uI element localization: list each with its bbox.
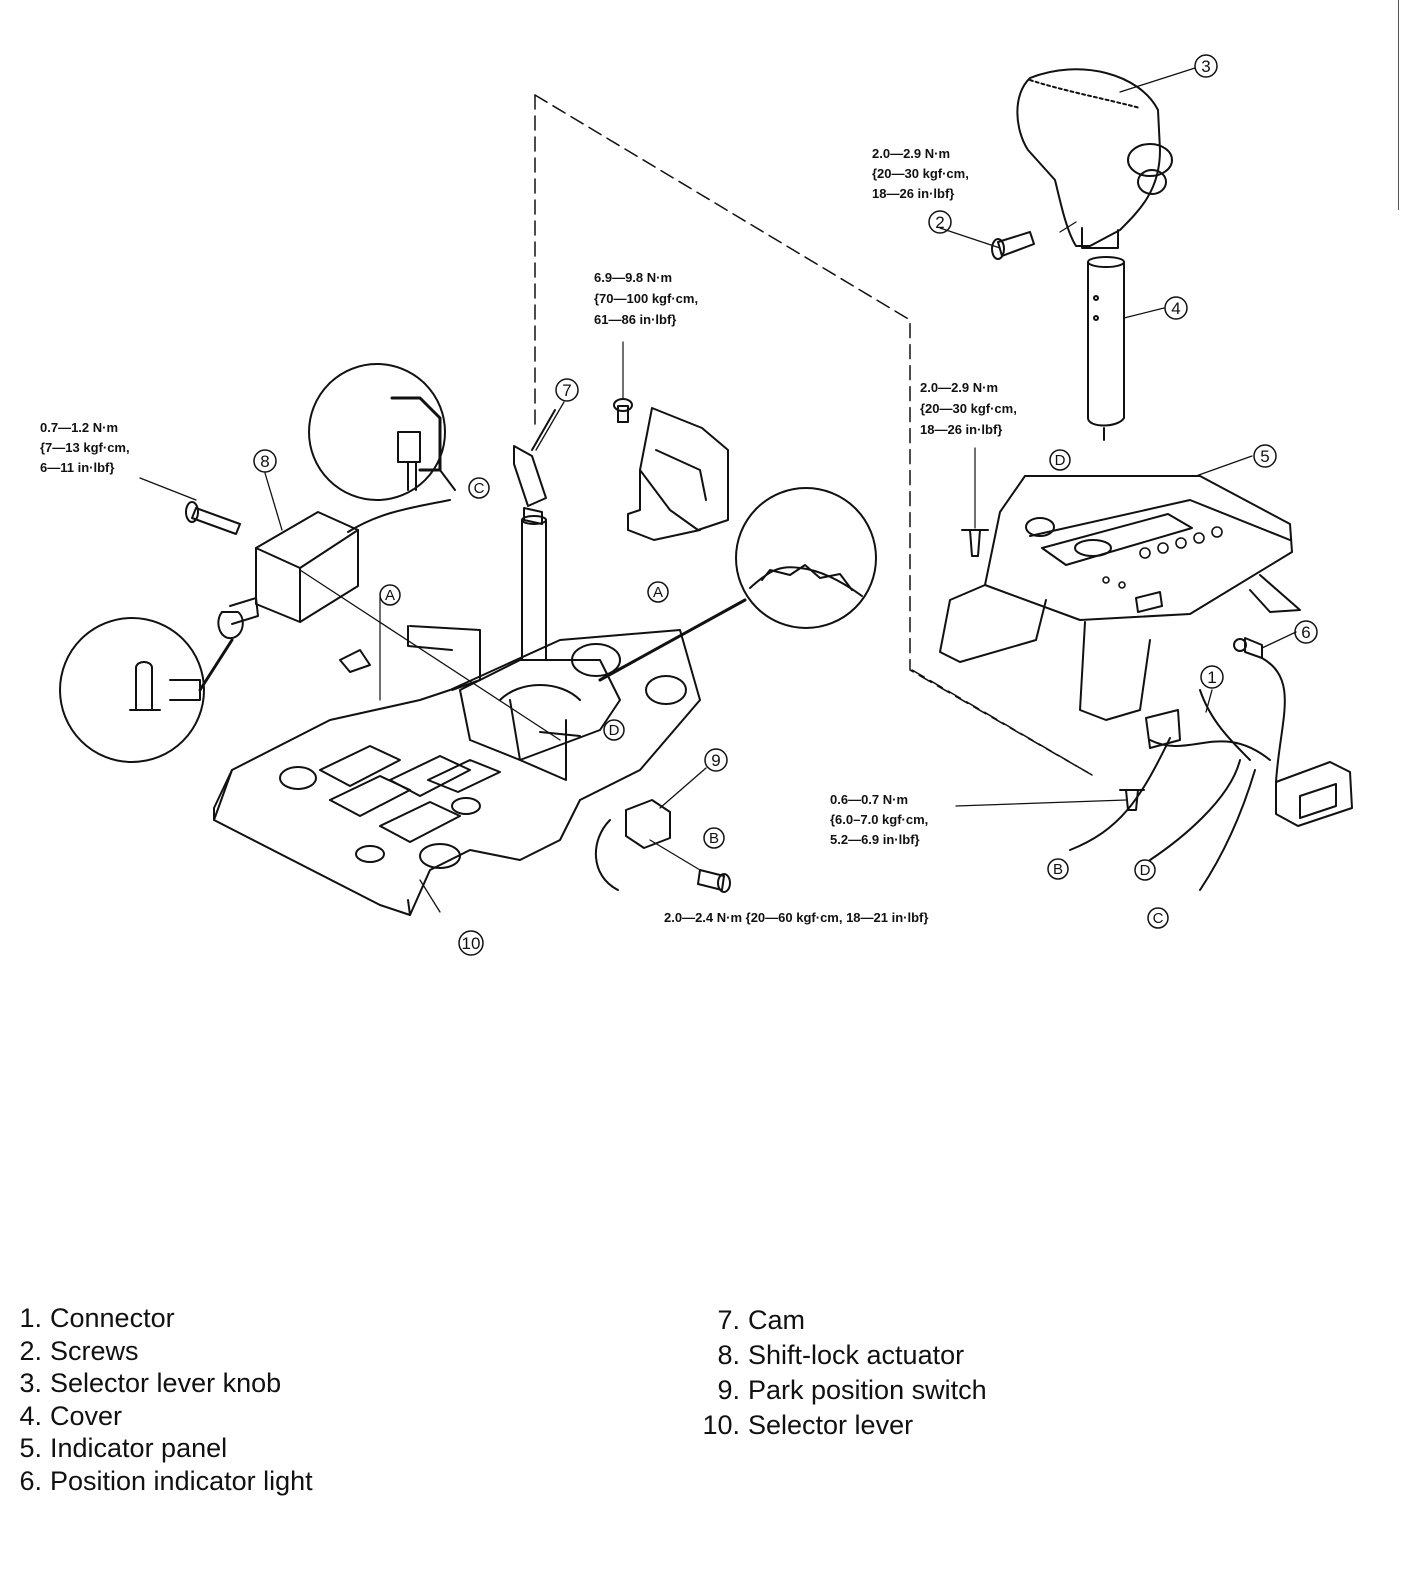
legend-label: Position indicator light: [50, 1465, 313, 1496]
torque-line: 0.7—1.2 N·m: [40, 420, 118, 435]
legend-item: 8. Shift-lock actuator: [700, 1339, 987, 1374]
torque-switch-screw: 2.0—2.4 N·m {20—60 kgf·cm, 18—21 in·lbf}: [664, 910, 928, 925]
callout-10: 10: [462, 934, 481, 953]
assembly-guide-lines: [534, 94, 1093, 776]
legend-right: 7. Cam 8. Shift-lock actuator 9. Park posit…: [700, 1304, 987, 1444]
legend-num: 10.: [702, 1410, 740, 1440]
callout-9: 9: [711, 751, 720, 770]
legend-num: 5.: [19, 1433, 42, 1463]
torque-line: 18—26 in·lbf}: [872, 186, 954, 201]
callout-4: 4: [1171, 299, 1180, 318]
torque-cam-bolt: 6.9—9.8 N·m {70—100 kgf·cm, 61—86 in·lbf…: [594, 270, 698, 327]
selector-lever-knob: [1016, 68, 1173, 249]
torque-line: 2.0—2.9 N·m: [872, 146, 950, 161]
torque-line: 6—11 in·lbf}: [40, 460, 114, 475]
legend-label: Selector lever: [748, 1410, 914, 1440]
letter-b-switch: B: [709, 830, 719, 847]
legend-item: 1. Connector: [2, 1302, 313, 1335]
torque-line: {6.0–7.0 kgf·cm,: [830, 812, 928, 827]
panel-screw: [961, 447, 989, 557]
callout-6: 6: [1301, 623, 1310, 642]
torque-line: {20—30 kgf·cm,: [920, 401, 1017, 416]
torque-line: {20—30 kgf·cm,: [872, 166, 969, 181]
legend-label: Screws: [50, 1335, 139, 1366]
torque-line: 0.6—0.7 N·m: [830, 792, 908, 807]
legend-item: 7. Cam: [700, 1304, 987, 1339]
torque-line: {70—100 kgf·cm,: [594, 291, 698, 306]
callout-3: 3: [1201, 57, 1210, 76]
torque-line: 2.0—2.4 N·m {20—60 kgf·cm, 18—21 in·lbf}: [664, 910, 928, 925]
leader-lines: [139, 67, 1297, 913]
detail-circle-left: [59, 617, 234, 763]
position-indicator-light: [1233, 637, 1263, 659]
torque-actuator-bolt: 0.7—1.2 N·m {7—13 kgf·cm, 6—11 in·lbf}: [40, 420, 130, 475]
callout-8: 8: [260, 452, 269, 471]
callout-7: 7: [562, 381, 571, 400]
callout-1: 1: [1207, 668, 1216, 687]
legend-item: 2. Screws: [2, 1335, 313, 1368]
legend-num: 9.: [717, 1375, 740, 1405]
cover-tube: [1087, 256, 1125, 441]
callout-labels: 1 2 3 4 5 6 7 8 9 10: [260, 57, 1310, 953]
detail-circle-right: [598, 487, 877, 682]
callout-5: 5: [1260, 447, 1269, 466]
legend-num: 7.: [717, 1305, 740, 1335]
torque-line: 61—86 in·lbf}: [594, 312, 676, 327]
legend-num: 2.: [19, 1335, 42, 1366]
legend-label: Cover: [50, 1400, 123, 1431]
park-position-switch: [595, 799, 731, 893]
legend-label: Cam: [748, 1305, 806, 1335]
letter-b-harness: B: [1053, 861, 1063, 878]
legend-label: Park position switch: [748, 1375, 987, 1405]
torque-line: 6.9—9.8 N·m: [594, 270, 672, 285]
torque-line: {7—13 kgf·cm,: [40, 440, 130, 455]
cam-bracket: [613, 341, 729, 541]
legend-item: 9. Park position switch: [700, 1374, 987, 1409]
torque-line: 18—26 in·lbf}: [920, 422, 1002, 437]
letter-d-lever: D: [609, 722, 620, 739]
page-edge-line: [1398, 0, 1399, 210]
legend-item: 4. Cover: [2, 1400, 313, 1433]
torque-panel-screw: 2.0—2.9 N·m {20—30 kgf·cm, 18—26 in·lbf}: [920, 380, 1017, 437]
legend-label: Connector: [50, 1303, 175, 1333]
shift-lock-actuator: [217, 499, 561, 741]
torque-connector-screw: 0.6—0.7 N·m {6.0–7.0 kgf·cm, 5.2—6.9 in·…: [830, 792, 928, 847]
torque-knob-screw: 2.0—2.9 N·m {20—30 kgf·cm, 18—26 in·lbf}: [872, 146, 969, 201]
callout-2: 2: [935, 213, 944, 232]
legend-label: Indicator panel: [50, 1433, 228, 1463]
legend-label: Selector lever knob: [50, 1368, 282, 1398]
legend-item: 6. Position indicator light: [2, 1465, 313, 1498]
torque-line: 5.2—6.9 in·lbf}: [830, 832, 920, 847]
legend-item: 3. Selector lever knob: [2, 1367, 313, 1400]
torque-line: 2.0—2.9 N·m: [920, 380, 998, 395]
letter-labels: A A C C B B D D D: [385, 452, 1164, 927]
callout-circles: [253, 54, 1318, 956]
letter-c-harness: C: [1153, 910, 1164, 927]
legend-num: 6.: [19, 1465, 42, 1496]
knob-screw: [991, 231, 1035, 260]
letter-c-actuator: C: [474, 480, 485, 497]
legend-label: Shift-lock actuator: [748, 1340, 965, 1370]
connector-screw: [1119, 789, 1145, 811]
legend-num: 8.: [717, 1340, 740, 1370]
letter-a-bracket: A: [653, 584, 663, 601]
indicator-panel: [939, 475, 1301, 721]
letter-circles: [379, 449, 1169, 929]
letter-d-harness: D: [1140, 862, 1151, 879]
exploded-diagram: 2.0—2.9 N·m {20—30 kgf·cm, 18—26 in·lbf}…: [40, 54, 1353, 956]
actuator-bolt: [185, 501, 241, 535]
detail-circle-top: [308, 363, 456, 501]
legend-item: 5. Indicator panel: [2, 1432, 313, 1465]
letter-d-cover: D: [1055, 452, 1066, 469]
letter-a-base: A: [385, 587, 395, 604]
legend-left: 1. Connector 2. Screws 3. Selector lever kn…: [2, 1302, 313, 1498]
legend-num: 4.: [19, 1400, 42, 1431]
legend-num: 1.: [19, 1303, 42, 1333]
legend-num: 3.: [19, 1368, 42, 1398]
selector-lever-base: [213, 515, 701, 916]
legend-item: 10. Selector lever: [700, 1409, 987, 1444]
